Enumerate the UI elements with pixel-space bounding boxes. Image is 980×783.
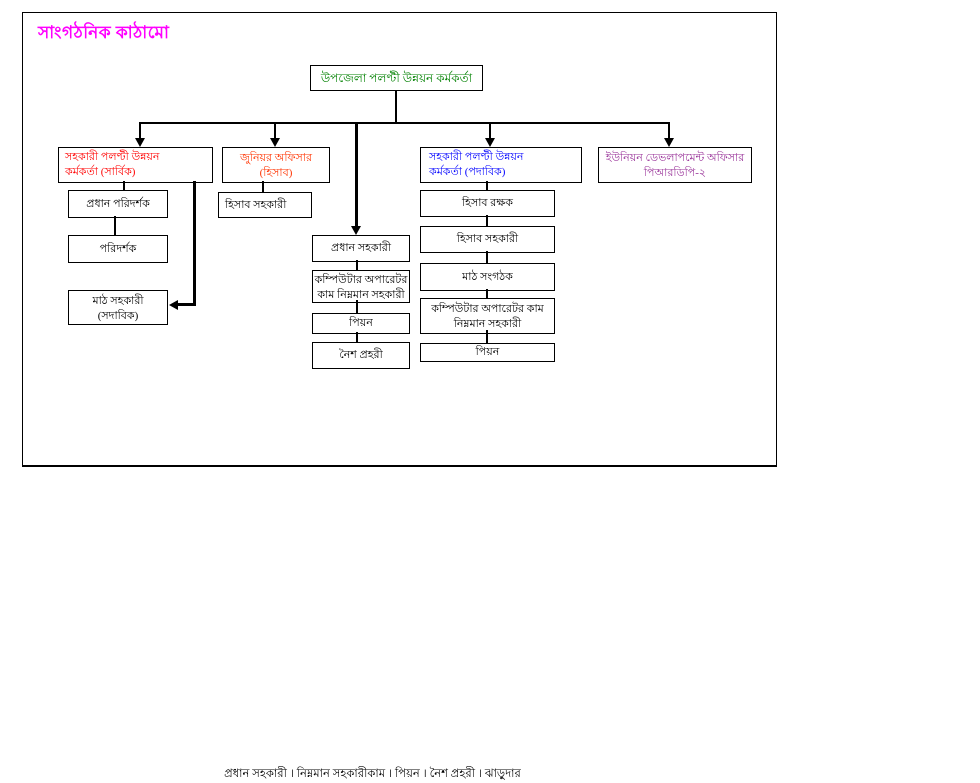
connector-central-trunk xyxy=(355,122,358,227)
node-accounts-assistant-under-junior-officer: হিসাব সহকারী xyxy=(218,192,312,218)
connector-horizontal-bus xyxy=(139,122,670,124)
connector-sarbik-to-field-assistant-horizontal xyxy=(176,303,195,306)
node-accountant: হিসাব রক্ষক xyxy=(420,190,555,217)
arrowhead-union xyxy=(664,138,674,147)
connector-computer-operator-to-peon-right xyxy=(486,330,488,343)
arrowhead-field-assistant xyxy=(169,300,178,310)
arrowhead-sarbik xyxy=(135,138,145,147)
node-inspector: পরিদর্শক xyxy=(68,235,168,263)
node-night-guard: নৈশ প্রহরী xyxy=(312,342,410,369)
connector-head-assistant-to-computer-operator xyxy=(356,260,358,270)
node-union-development-officer-prdp2: ইউনিয়ন ডেভলাপমেন্ট অফিসার পিআরডিপি-২ xyxy=(598,147,752,183)
connector-sarbik-to-chief-inspector xyxy=(123,181,125,190)
connector-stem-junior xyxy=(274,122,276,139)
connector-chief-inspector-to-inspector xyxy=(114,216,116,235)
node-accounts-assistant: হিসাব সহকারী xyxy=(420,226,555,253)
footer-note: প্রধান সহকারী । নিম্নমান সহকারীকাম । পিয… xyxy=(224,768,521,780)
arrowhead-central-trunk xyxy=(351,226,361,235)
connector-stem-union xyxy=(668,122,670,139)
node-upazila-rural-development-officer: উপজেলা পলণ্টী উন্নয়ন কর্মকর্তা xyxy=(310,65,483,91)
node-field-organizer: মাঠ সংগঠক xyxy=(420,263,555,291)
node-field-assistant-sadabik: মাঠ সহকারী (সদাবিক) xyxy=(68,290,168,325)
connector-junior-to-accounts-assistant xyxy=(262,181,264,192)
arrowhead-padabik xyxy=(485,138,495,147)
node-peon-central: পিয়ন xyxy=(312,313,410,334)
node-junior-officer-accounts: জুনিয়র অফিসার (হিসাব) xyxy=(222,147,330,183)
connector-padabik-to-accountant xyxy=(486,181,488,190)
connector-stem-padabik xyxy=(489,122,491,139)
node-computer-operator-cum-lower-assistant: কম্পিউটার অপারেটর কাম নিম্নমান সহকারী xyxy=(420,298,555,334)
connector-field-organizer-to-computer-operator xyxy=(486,289,488,298)
connector-accountant-to-accounts-assistant xyxy=(486,215,488,226)
node-peon: পিয়ন xyxy=(420,343,555,362)
connector-computer-operator-to-peon xyxy=(356,300,358,313)
connector-stem-sarbik xyxy=(139,122,141,139)
node-computer-operator-cum-lower-assistant-central: কম্পিউটার অপারেটর কাম নিম্নমান সহকারী xyxy=(312,270,410,303)
connector-accounts-assistant-to-field-organizer xyxy=(486,251,488,263)
page-title: সাংগঠনিক কাঠামো xyxy=(38,23,170,42)
arrowhead-junior xyxy=(270,138,280,147)
node-head-assistant: প্রধান সহকারী xyxy=(312,235,410,262)
node-assistant-officer-padabik: সহকারী পলণ্টী উন্নয়ন কর্মকর্তা (পদাবিক) xyxy=(420,147,582,183)
node-assistant-officer-sarbik: সহকারী পলণ্টী উন্নয়ন কর্মকর্তা (সার্বিক… xyxy=(58,147,213,183)
connector-sarbik-to-field-assistant-vertical xyxy=(193,181,196,306)
connector-root-down xyxy=(395,91,397,122)
node-chief-inspector: প্রধান পরিদর্শক xyxy=(68,190,168,218)
connector-peon-to-night-guard xyxy=(356,332,358,342)
